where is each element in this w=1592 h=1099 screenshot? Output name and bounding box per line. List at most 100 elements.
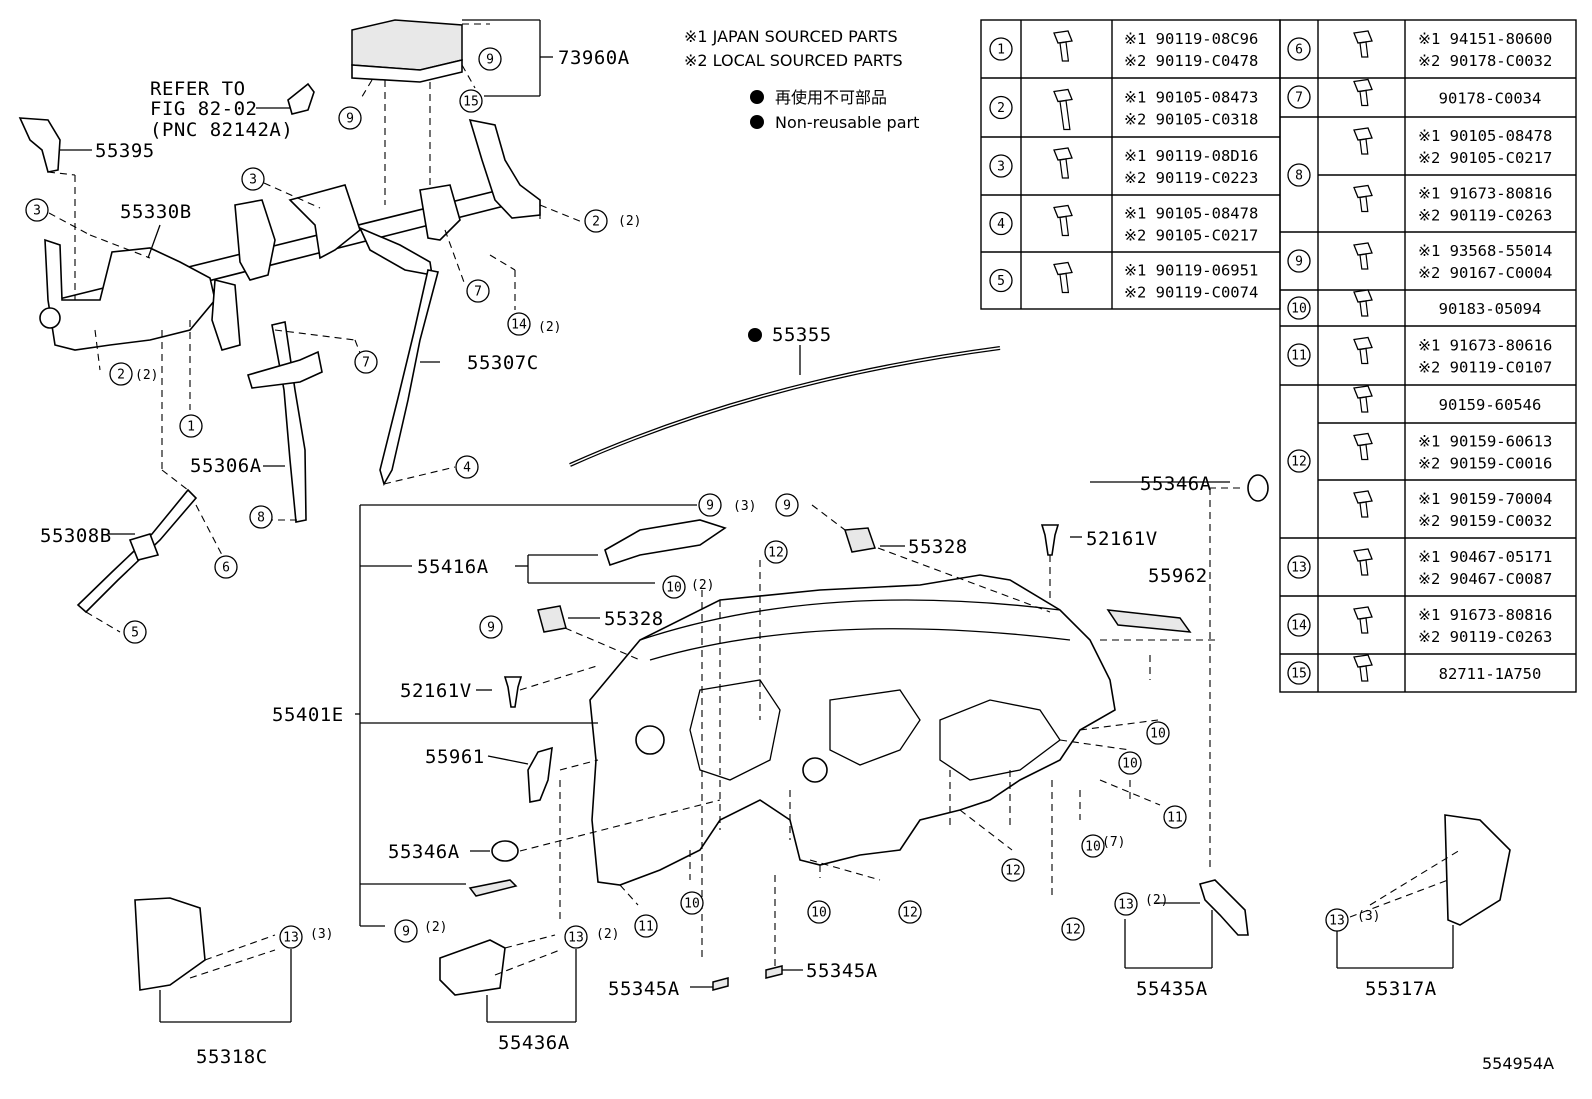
table-row-number: 4: [989, 211, 1013, 236]
callout-number: 12: [902, 906, 918, 921]
fastener-icon: [1353, 127, 1373, 155]
callout-number: 5: [131, 626, 139, 641]
cap-55346A-bot: [491, 840, 519, 862]
cap-55346A-top: [1247, 474, 1269, 502]
note-local: ※2 LOCAL SOURCED PARTS: [684, 51, 903, 70]
callout: 10: [680, 891, 704, 915]
callout: 2: [109, 362, 133, 386]
callout-number: 13: [1291, 561, 1307, 576]
cover-55436A: [439, 939, 506, 996]
label-55345A-left: 55345A: [608, 978, 680, 1000]
parts-table-right: ※1 94151-80600※2 90178-C003290178-C0034※…: [1279, 19, 1577, 693]
table-row-number: 14: [1287, 613, 1311, 637]
qty: (7): [1102, 835, 1125, 850]
part-55962: [1106, 609, 1192, 633]
qty: (3): [310, 927, 333, 942]
callout: 3: [25, 198, 49, 222]
strip-55355: [569, 328, 1001, 467]
brace-55308B-plate: [128, 533, 160, 561]
part-number: ※2 90178-C0032: [1418, 52, 1552, 70]
callout: 12: [898, 900, 922, 924]
quantity-labels: (2) (2) (2) (3) (2) (7) (2) (3) (2) (2) …: [135, 214, 1380, 942]
legend-notes: ※1 JAPAN SOURCED PARTS ※2 LOCAL SOURCED …: [684, 27, 919, 132]
instrument-panel-55401E: [468, 474, 1269, 897]
callout-number: 9: [487, 621, 495, 636]
callout-number: 13: [568, 931, 584, 946]
fastener-icon: [1053, 30, 1073, 62]
table-row-number: 2: [989, 95, 1013, 120]
callout: 9: [698, 493, 722, 517]
part-number: ※2 90119-C0107: [1418, 359, 1552, 377]
fastener-icon: [1353, 548, 1373, 576]
callout: 11: [1163, 805, 1187, 829]
callout: 9: [479, 615, 503, 639]
fastener-icon: [1353, 654, 1373, 682]
callout-number: 2: [117, 368, 125, 383]
callout-number: 7: [362, 356, 370, 371]
table-row-number: 1: [989, 37, 1013, 61]
dash-panel-body: [589, 574, 1116, 886]
part-number: ※1 90119-06951: [1124, 262, 1258, 280]
callout-number: 3: [33, 204, 41, 219]
callout-number: 9: [783, 499, 791, 514]
non-reusable-dot-icon: [750, 90, 764, 104]
label-55346A-bot: 55346A: [388, 841, 460, 863]
qty: (2): [424, 920, 447, 935]
label-55306A: 55306A: [190, 455, 262, 477]
table-row-number: 3: [989, 154, 1013, 178]
qty: (2): [618, 214, 641, 229]
callout: 7: [466, 279, 490, 303]
part-number: ※1 93568-55014: [1418, 242, 1552, 260]
center-bracket-a: [234, 199, 276, 281]
callout-number: 11: [1291, 349, 1307, 364]
label-55345A-right: 55345A: [806, 960, 878, 982]
callout: 15: [459, 89, 483, 113]
fastener-icon: [1053, 88, 1073, 131]
part-number: ※2 90105-C0318: [1124, 111, 1258, 129]
vent-55961: [527, 746, 553, 803]
part-number: ※1 90105-08478: [1124, 205, 1258, 223]
callout-number: 3: [249, 173, 257, 188]
note-japan: ※1 JAPAN SOURCED PARTS: [684, 27, 898, 46]
clip-55345A-left: [712, 977, 729, 991]
part-number: ※1 90105-08478: [1418, 127, 1552, 145]
fastener-icon: [1353, 490, 1373, 518]
callout-number: 13: [1118, 898, 1134, 913]
callout-number: 13: [1329, 914, 1345, 929]
clip-9-lower: [468, 879, 518, 897]
part-number: 90183-05094: [1439, 300, 1542, 318]
callout: 8: [249, 505, 273, 529]
callout-number: 4: [997, 217, 1005, 232]
callout-number: 9: [402, 925, 410, 940]
callout-number: 11: [1167, 811, 1183, 826]
table-row-number: 11: [1287, 343, 1311, 367]
refer-line3: (PNC 82142A): [150, 119, 293, 141]
callout: 10: [1118, 751, 1142, 775]
label-55395: 55395: [95, 140, 155, 162]
center-bracket-b: [288, 184, 361, 260]
callout-number: 15: [463, 95, 479, 110]
callout: 9: [775, 493, 799, 517]
bracket-hole: [39, 307, 61, 329]
callout-number: 10: [684, 897, 700, 912]
label-55436A: 55436A: [498, 1032, 570, 1054]
table-row-number: 15: [1287, 661, 1311, 685]
fastener-icon: [1353, 242, 1373, 270]
fastener-icon: [1053, 204, 1073, 237]
callout-number: 10: [1085, 840, 1101, 855]
callout: 3: [241, 167, 265, 191]
callout-number: 7: [474, 285, 482, 300]
fastener-icon: [1353, 385, 1373, 413]
fastener-icon: [1353, 606, 1373, 634]
callout-number: 12: [1291, 455, 1307, 470]
fastener-icon: [1353, 184, 1373, 213]
clip-55328-top: [844, 527, 877, 553]
callout-number: 1: [997, 43, 1005, 58]
qty: (2): [691, 578, 714, 593]
label-55307C: 55307C: [467, 352, 539, 374]
right-side-bracket: [468, 118, 541, 219]
label-55328-mid: 55328: [604, 608, 664, 630]
callout-number: 9: [486, 53, 494, 68]
callout-number: 10: [1122, 757, 1138, 772]
